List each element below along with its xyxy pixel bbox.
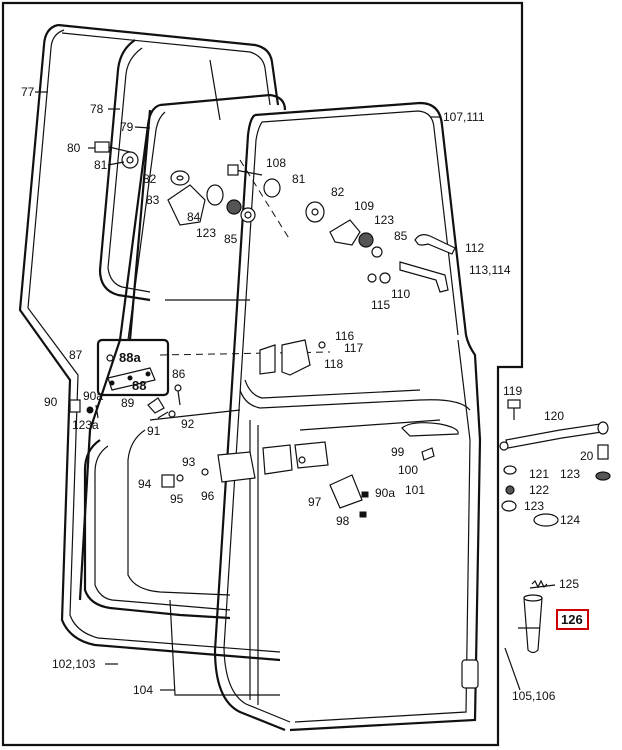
- label-118: 118: [324, 357, 343, 371]
- label-96: 96: [201, 489, 215, 503]
- label-104: 104: [133, 683, 153, 697]
- door-outer-frame: [159, 101, 482, 732]
- label-87: 87: [69, 348, 83, 362]
- label-101: 101: [405, 483, 425, 497]
- label-120: 120: [544, 409, 564, 423]
- hardware-parts: [35, 91, 611, 691]
- label-90a: 90a: [375, 486, 395, 500]
- label-85: 85: [394, 229, 408, 243]
- label-122: 122: [529, 483, 549, 497]
- label-20: 20: [580, 449, 594, 463]
- label-109: 109: [354, 199, 374, 213]
- label-79: 79: [120, 120, 134, 134]
- label-124: 124: [560, 513, 580, 527]
- label-83: 83: [146, 193, 160, 207]
- label-97: 97: [308, 495, 322, 509]
- label-123: 123: [374, 213, 394, 227]
- label-107-111: 107,111: [443, 110, 485, 124]
- label-88a: 88a: [119, 350, 141, 365]
- label-121: 121: [529, 467, 549, 481]
- label-94: 94: [138, 477, 152, 491]
- label-98: 98: [336, 514, 350, 528]
- label-95: 95: [170, 492, 184, 506]
- label-85: 85: [224, 232, 238, 246]
- cab-frame-outline: [18, 23, 287, 662]
- label-93: 93: [182, 455, 196, 469]
- label-80: 80: [67, 141, 81, 155]
- label-112: 112: [465, 241, 484, 255]
- diagram-border: [1, 1, 524, 747]
- label-99: 99: [391, 445, 405, 459]
- label-81: 81: [94, 158, 108, 172]
- label-125: 125: [559, 577, 579, 591]
- label-116: 116: [335, 329, 354, 343]
- label-126: 126: [561, 612, 583, 627]
- label-119: 119: [503, 384, 522, 398]
- label-123: 123: [524, 499, 544, 513]
- label-82: 82: [143, 172, 157, 186]
- label-123a: 123a: [72, 418, 99, 432]
- label-90a: 90a: [83, 389, 103, 403]
- label-84: 84: [187, 210, 201, 224]
- label-108: 108: [266, 156, 286, 170]
- label-77: 77: [21, 85, 35, 99]
- label-123: 123: [196, 226, 216, 240]
- label-88: 88: [132, 378, 146, 393]
- label-105-106: 105,106: [512, 689, 556, 703]
- label-100: 100: [398, 463, 418, 477]
- label-110: 110: [391, 287, 410, 301]
- callout-labels: 77 78 79 80 81 82 83 84 123 85 108 81 82…: [21, 85, 594, 703]
- label-82: 82: [331, 185, 345, 199]
- label-92: 92: [181, 417, 195, 431]
- label-115: 115: [371, 298, 390, 312]
- label-81: 81: [292, 172, 306, 186]
- label-78: 78: [90, 102, 104, 116]
- label-113-114: 113,114: [469, 263, 511, 277]
- door-inner-panel: [83, 109, 280, 696]
- highlight-box-126: [556, 609, 589, 630]
- label-91: 91: [147, 424, 161, 438]
- label-86: 86: [172, 367, 186, 381]
- label-90: 90: [44, 395, 58, 409]
- label-123: 123: [560, 467, 580, 481]
- label-102-103: 102,103: [52, 657, 96, 671]
- label-89: 89: [121, 396, 135, 410]
- label-117: 117: [344, 341, 363, 355]
